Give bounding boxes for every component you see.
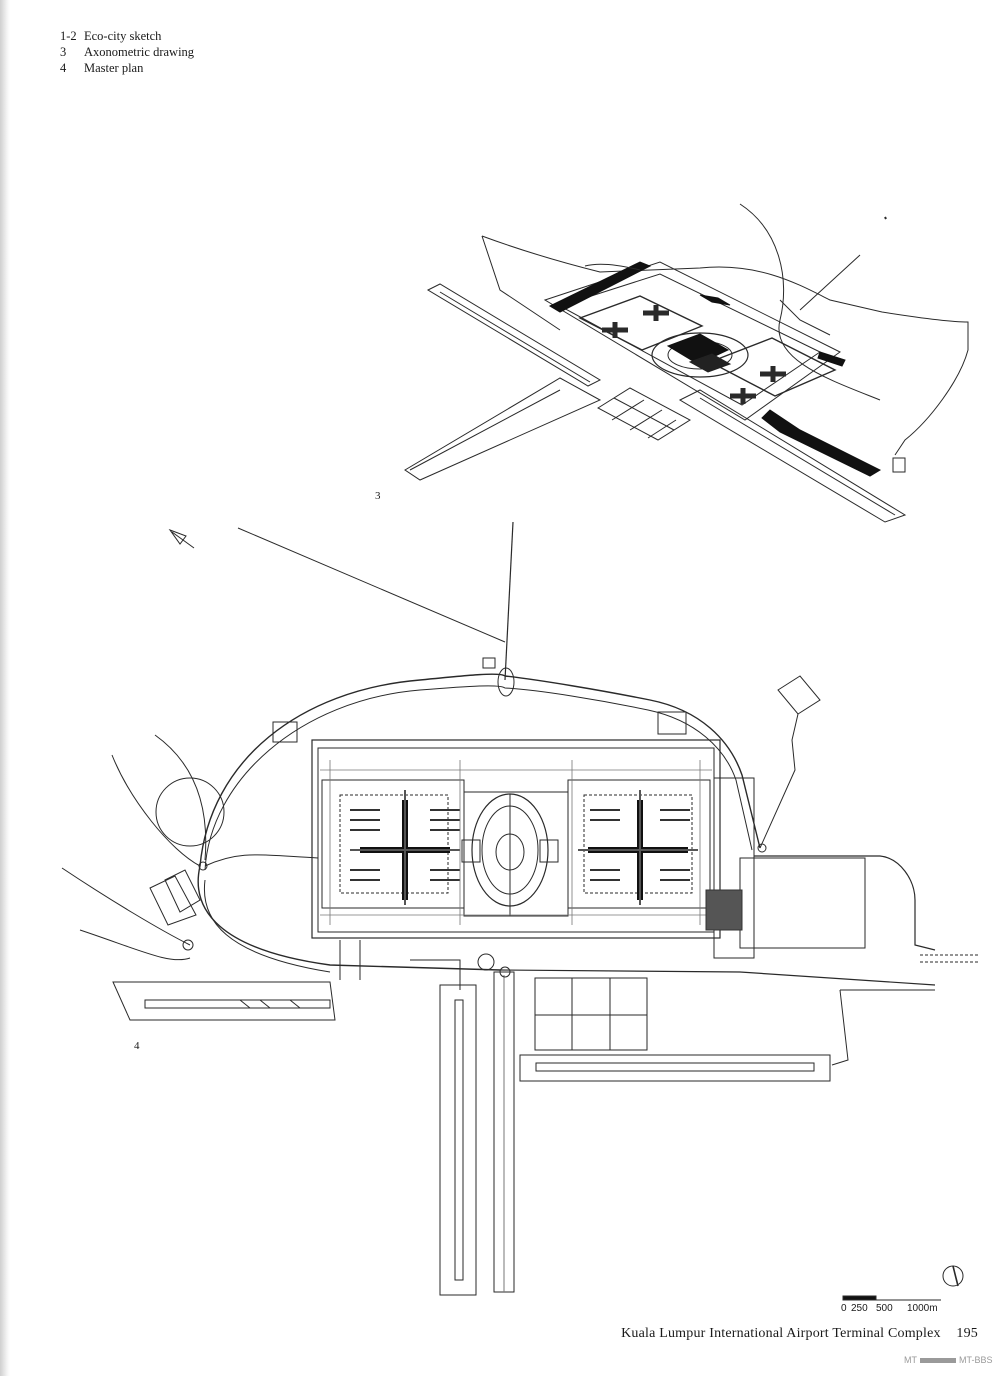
scale-tick-label: 1000m — [907, 1303, 938, 1314]
axono-grid-parcels — [597, 387, 691, 441]
caption-row: 3 Axonometric drawing — [60, 44, 194, 60]
page-footer: Kuala Lumpur International Airport Termi… — [621, 1326, 978, 1342]
scale-tick-label: 0 — [841, 1303, 847, 1314]
axono-runway-right — [678, 389, 907, 523]
watermark-bar — [920, 1357, 956, 1363]
caption-number: 3 — [60, 45, 67, 59]
axono-runway-left — [404, 283, 602, 481]
compass-icon — [942, 1265, 964, 1287]
figure-3-label: 3 — [375, 490, 381, 502]
caption-text: Eco-city sketch — [84, 29, 162, 43]
watermark-left-text: MT — [904, 1355, 917, 1365]
scale-tick-label: 500 — [876, 1303, 893, 1314]
figure-4-label: 4 — [134, 1040, 140, 1052]
lower-runway-left — [112, 981, 336, 1021]
caption-row: 4 Master plan — [60, 60, 194, 76]
axono-terminal-platform — [543, 261, 841, 421]
caption-text: Axonometric drawing — [84, 45, 195, 59]
caption-text: Master plan — [84, 61, 144, 75]
caption-row: 1-2 Eco-city sketch — [60, 28, 194, 44]
axonometric-drawing — [404, 203, 969, 523]
right-airside-block — [567, 779, 711, 909]
ring-road — [197, 673, 936, 986]
scale-bar — [842, 1295, 941, 1301]
caption-number: 1-2 — [60, 29, 77, 43]
left-airside-block — [321, 779, 465, 909]
book-section-title: Kuala Lumpur International Airport Termi… — [621, 1326, 941, 1341]
caption-number: 4 — [60, 61, 67, 75]
watermark-right-text: MT-BBS — [959, 1355, 993, 1365]
watermark: MT MT-BBS — [904, 1355, 993, 1365]
land-parcels — [534, 977, 648, 1051]
north-arrow-icon — [168, 528, 195, 549]
figure-captions: 1-2 Eco-city sketch 3 Axonometric drawin… — [60, 28, 194, 76]
page-number: 195 — [956, 1326, 978, 1341]
page-edge-shadow — [0, 0, 10, 1376]
central-terminal — [461, 791, 569, 917]
scale-tick-label: 250 — [851, 1303, 868, 1314]
cross-runway — [439, 971, 515, 1296]
